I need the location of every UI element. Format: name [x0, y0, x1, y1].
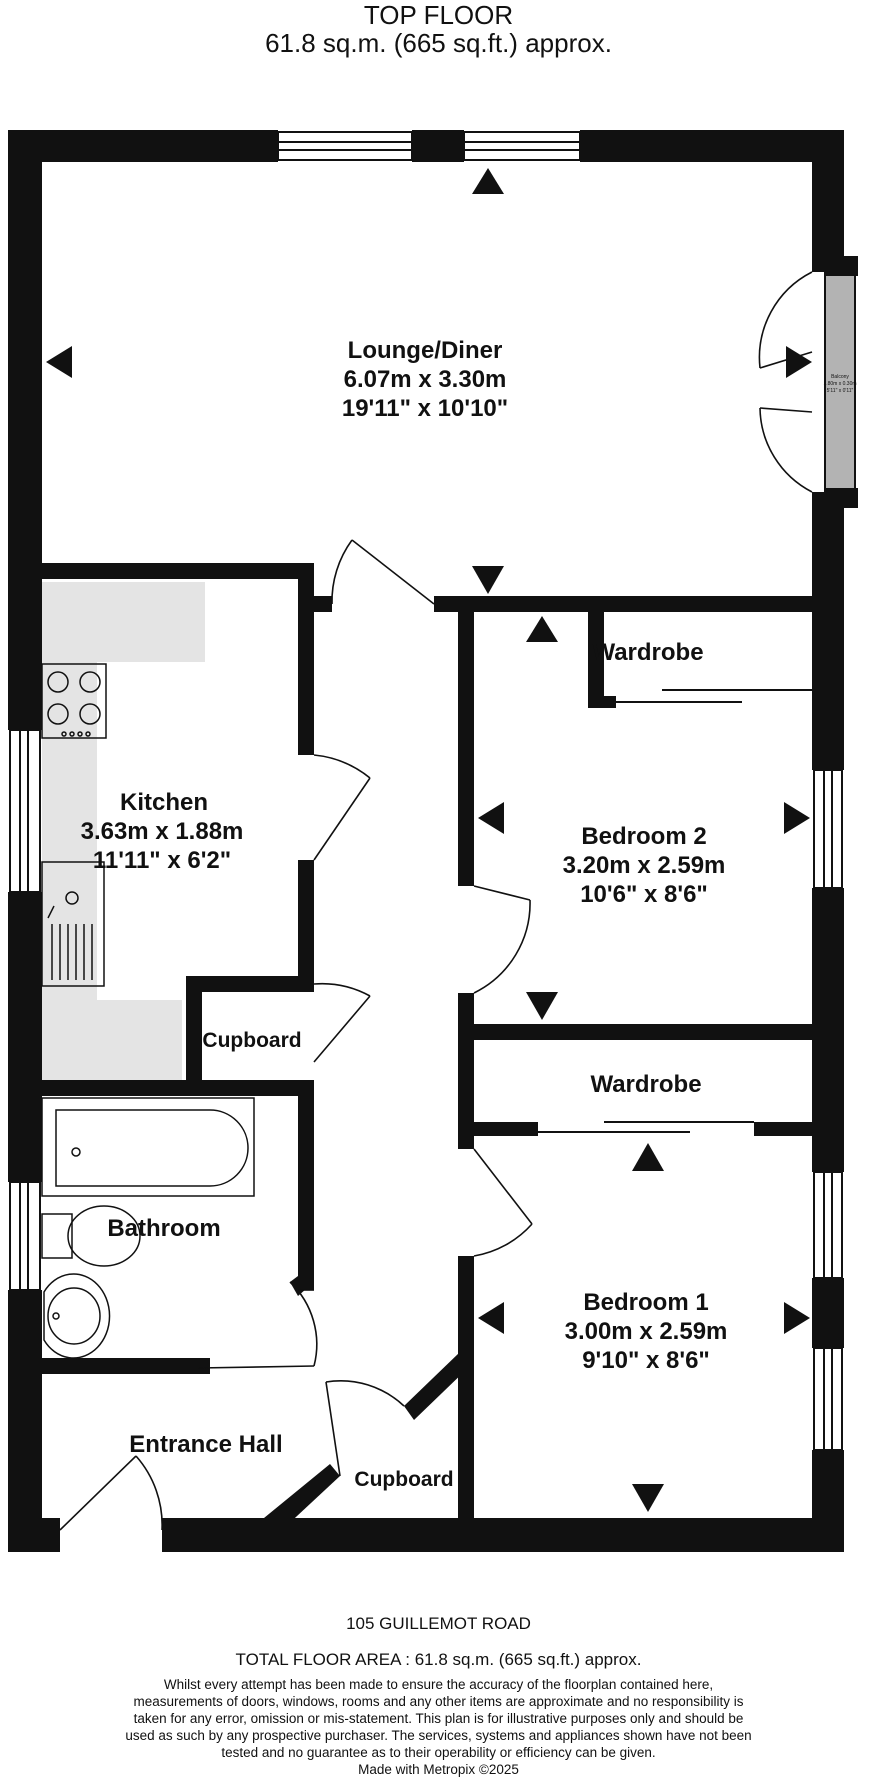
- total-floor-area: TOTAL FLOOR AREA : 61.8 sq.m. (665 sq.ft…: [235, 1650, 642, 1669]
- floor-area: 61.8 sq.m. (665 sq.ft.) approx.: [265, 28, 612, 58]
- bedroom2-imperial: 10'6" x 8'6": [580, 881, 708, 908]
- basin-icon: [43, 1273, 111, 1359]
- balcony: [824, 271, 856, 493]
- kitchen-counter: [42, 582, 205, 1080]
- bathroom-label: Bathroom: [107, 1215, 220, 1242]
- credit: Made with Metropix ©2025: [358, 1762, 519, 1777]
- balcony-metric: 1.80m x 0.30m: [823, 381, 856, 387]
- bedroom2-metric: 3.20m x 2.59m: [563, 852, 726, 879]
- wardrobe-lower-label: Wardrobe: [590, 1071, 701, 1098]
- sink-icon: [41, 861, 105, 987]
- kitchen-imperial: 11'11" x 6'2": [93, 847, 231, 874]
- balcony-imperial: 5'11" x 0'11": [827, 388, 854, 394]
- cupboard-kitchen-label: Cupboard: [202, 1029, 301, 1052]
- windows: [9, 131, 843, 1451]
- entrance-hall-label: Entrance Hall: [129, 1431, 282, 1458]
- disclaimer-text: Whilst every attempt has been made to en…: [125, 1677, 752, 1760]
- walls: [8, 130, 858, 1552]
- dimension-arrows: [46, 168, 812, 1512]
- toilet-icon: [41, 1205, 141, 1267]
- door-swings: [59, 271, 813, 1531]
- hob-icon: [41, 663, 107, 739]
- bedroom1-name: Bedroom 1: [583, 1289, 708, 1316]
- bedroom2-name: Bedroom 2: [581, 823, 706, 850]
- address: 105 GUILLEMOT ROAD: [346, 1614, 531, 1633]
- kitchen-name: Kitchen: [120, 789, 208, 816]
- disclaimer: Whilst every attempt has been made to en…: [120, 1676, 757, 1778]
- bedroom1-imperial: 9'10" x 8'6": [582, 1347, 710, 1374]
- lounge-name: Lounge/Diner: [348, 337, 503, 364]
- floor-name: TOP FLOOR: [363, 0, 514, 30]
- balcony-label: Balcony: [831, 374, 849, 380]
- wardrobe-upper-label: Wardrobe: [592, 639, 703, 666]
- kitchen-metric: 3.63m x 1.88m: [81, 818, 244, 845]
- bath-icon: [41, 1097, 255, 1197]
- lounge-imperial: 19'11" x 10'10": [342, 395, 508, 422]
- cupboard-hall-label: Cupboard: [354, 1468, 453, 1491]
- lounge-metric: 6.07m x 3.30m: [344, 366, 507, 393]
- wardrobe-sliders: [538, 689, 812, 1133]
- bedroom1-metric: 3.00m x 2.59m: [565, 1318, 728, 1345]
